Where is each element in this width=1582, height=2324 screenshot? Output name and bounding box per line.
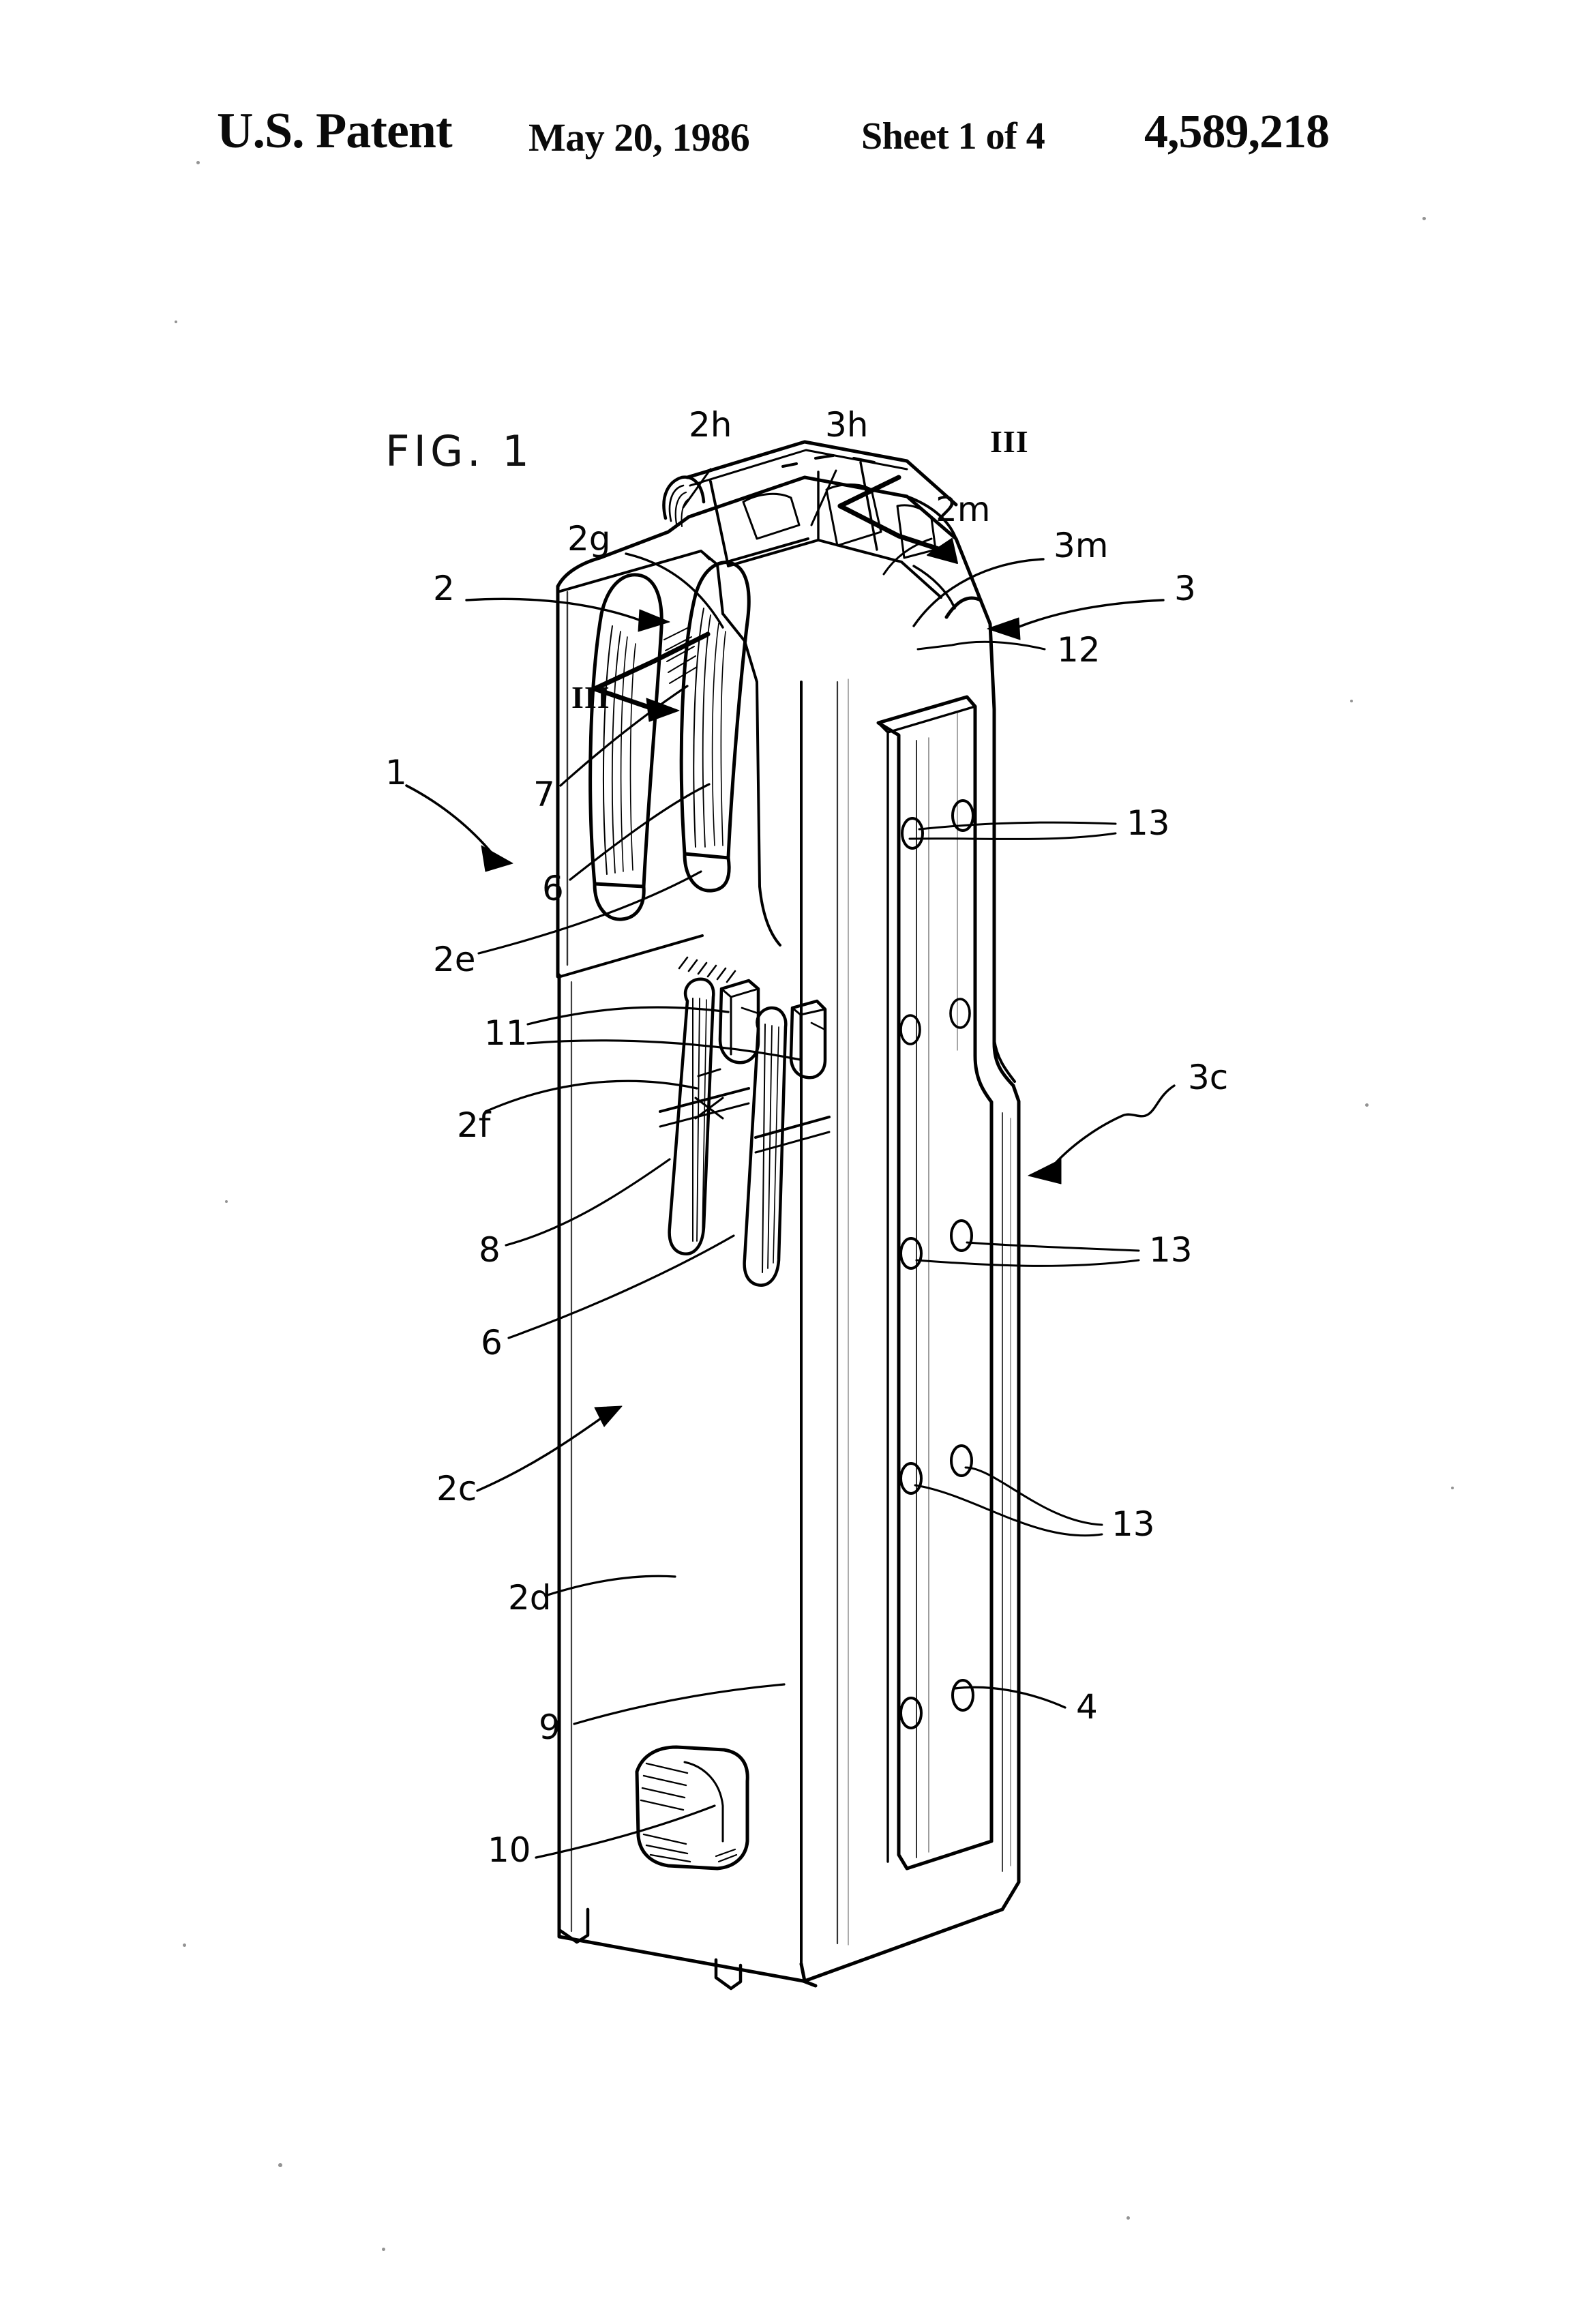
scan-speck (1350, 700, 1353, 702)
ref-label-2: 2 (433, 569, 455, 608)
patent-issue-date: May 20, 1986 (528, 115, 750, 160)
ref-label-2m: 2m (936, 490, 991, 529)
ref-label-2h: 2h (689, 405, 732, 445)
figure-title: FIG. 1 (385, 426, 533, 476)
patent-office-title: U.S. Patent (217, 103, 453, 159)
ref-label-9: 9 (539, 1708, 561, 1747)
scan-speck (1126, 2216, 1130, 2220)
ref-label-3: 3 (1174, 569, 1196, 608)
ref-label-11: 11 (484, 1013, 528, 1053)
ref-label-3m: 3m (1054, 526, 1109, 565)
ref-label-3c: 3c (1188, 1058, 1229, 1097)
ref-label-13-lower: 13 (1111, 1504, 1155, 1544)
patent-number: 4,589,218 (1144, 106, 1330, 158)
ref-label-13-upper: 13 (1126, 803, 1170, 843)
scan-speck (1422, 217, 1426, 220)
ref-label-2d: 2d (508, 1578, 552, 1618)
section-mark-iii-left: III (571, 680, 610, 715)
section-mark-iii-upper-right: III (990, 424, 1029, 459)
patent-header: U.S. Patent May 20, 1986 Sheet 1 of 4 4,… (0, 102, 1582, 177)
ref-label-13-middle: 13 (1149, 1230, 1193, 1270)
scan-speck (1365, 1103, 1369, 1107)
scan-speck (278, 2163, 282, 2167)
scan-speck (1451, 1487, 1454, 1489)
ref-label-6-upper: 6 (542, 869, 564, 908)
ref-label-6-lower: 6 (481, 1323, 503, 1362)
ref-label-10: 10 (488, 1830, 531, 1870)
ref-label-1: 1 (385, 753, 407, 792)
sheet-number: Sheet 1 of 4 (861, 115, 1045, 158)
scan-speck (175, 321, 177, 323)
ref-label-4: 4 (1076, 1687, 1098, 1727)
ref-label-8: 8 (479, 1230, 501, 1270)
scan-speck (183, 1943, 186, 1947)
ref-label-2f: 2f (457, 1105, 491, 1145)
scan-speck (225, 1200, 228, 1203)
ref-label-2g: 2g (567, 519, 611, 558)
ref-label-7: 7 (533, 775, 555, 814)
scan-speck (196, 161, 200, 164)
ref-label-2e: 2e (433, 940, 476, 979)
ref-label-12: 12 (1057, 630, 1101, 670)
ref-label-2c: 2c (436, 1469, 477, 1508)
scan-speck (382, 2248, 385, 2251)
ref-label-3h: 3h (825, 405, 869, 445)
